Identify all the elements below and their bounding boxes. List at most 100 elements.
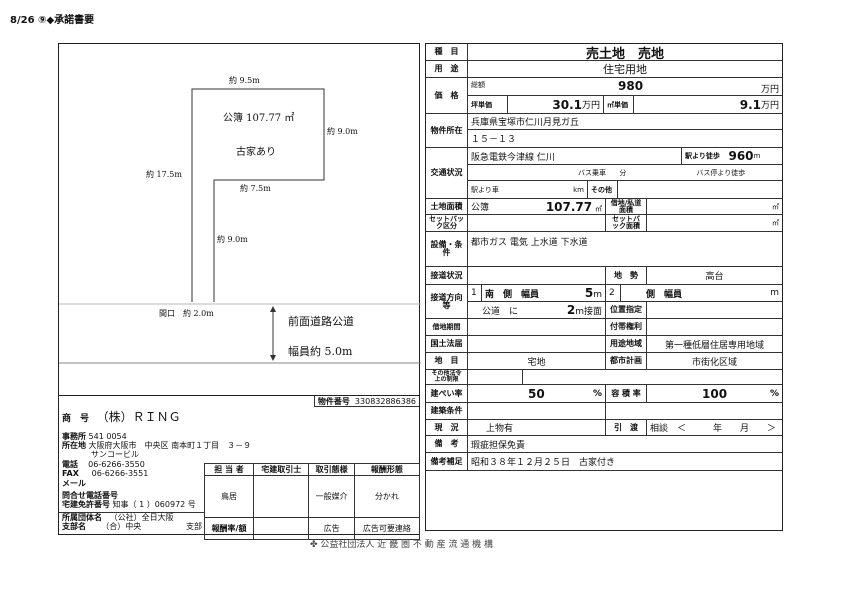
agent xyxy=(253,475,310,518)
land-unit: ㎡ xyxy=(595,204,602,213)
m2-unit: 万円 xyxy=(760,101,779,111)
property-number: 物件番号 330832886386 xyxy=(313,396,419,407)
agent-header: 宅建取引士 xyxy=(253,463,310,476)
fax: FAX 06-6266-3551 xyxy=(62,469,149,478)
price-label: 価 格 xyxy=(426,78,468,113)
building-condition-label: 建築条件 xyxy=(426,403,468,419)
busstop-label: バス停より徒歩 xyxy=(696,168,746,177)
house-label: 古家あり xyxy=(236,147,276,158)
bcr-unit: % xyxy=(592,388,602,399)
land-kind: 公簿 xyxy=(471,203,490,213)
supplement-label: 備考補足 xyxy=(426,453,468,470)
staff-table: 担 当 者宅建取引士取引態様報酬形態 鳥居一般媒介分かれ 報酬率/額広告広告可要… xyxy=(203,463,421,540)
lot-plan: 約 9.5m 公簿 107.77 ㎡ 古家あり 約 9.0m 約 17.5m 約… xyxy=(58,43,421,395)
use-label: 用 途 xyxy=(426,61,468,77)
road1-direction: 南 側 幅員 xyxy=(485,289,540,300)
zone-value: 第一種低層住居専用地域 xyxy=(664,340,764,351)
dim-left: 約 17.5m xyxy=(146,170,182,179)
footer: ✤ 公益社団法人 近 畿 圏 不 動 産 流 通 機 構 xyxy=(310,537,493,550)
dim-pole: 約 9.0m xyxy=(217,235,248,244)
contact-width: 2 xyxy=(566,303,576,317)
zone-label: 用途地域 xyxy=(606,336,647,352)
m2-price: 9.1 xyxy=(739,97,761,112)
tsubo-price: 30.1 xyxy=(552,97,582,112)
road-status-label: 接道状況 xyxy=(426,267,468,284)
setback-area-label: セットバック面積 xyxy=(606,215,647,231)
area-label: 公簿 107.77 ㎡ xyxy=(223,113,295,124)
bus-unit: 分 xyxy=(619,168,627,177)
car-unit: km xyxy=(573,185,584,194)
address: 所在地 大阪府大阪市 中央区 南本町１丁目 ３－９ xyxy=(62,441,252,450)
office: 事務所 541 0054 xyxy=(62,432,127,441)
mail: メール xyxy=(62,479,86,488)
remarks-label: 備 考 xyxy=(426,436,468,452)
price-value: 980 xyxy=(618,79,644,93)
status-value: 上物有 xyxy=(468,420,606,435)
private-road-unit: ㎡ xyxy=(772,202,779,211)
bcr-label: 建ぺい率 xyxy=(426,385,468,402)
land-area: 107.77 xyxy=(545,199,593,214)
type-label: 種 目 xyxy=(426,44,468,60)
city-plan-value: 市街化区域 xyxy=(691,357,737,368)
far-value: 100 xyxy=(702,386,728,401)
far-unit: % xyxy=(769,388,779,399)
road1-width: 5 xyxy=(584,286,594,300)
building: サンコービル xyxy=(91,450,139,459)
total-label: 総額 xyxy=(471,81,485,89)
ad-label: 広告 xyxy=(308,517,355,540)
dim-step: 約 7.5m xyxy=(240,184,271,193)
setback-unit: ㎡ xyxy=(772,219,779,227)
category-label: 地 目 xyxy=(426,353,468,369)
trade-name: 商 号 （株）ＲＩＮＧ xyxy=(62,410,181,424)
tel: 電話 06-6266-3550 xyxy=(62,460,145,469)
road2-direction: 側 幅員 xyxy=(646,289,683,300)
lease-label: 借地期間 xyxy=(426,319,468,335)
tsubo-unit: 万円 xyxy=(581,101,600,111)
equipment-value: 都市ガス 電気 上水道 下水道 xyxy=(471,238,588,248)
inquiry: 問合せ電話番号 xyxy=(62,491,118,500)
road-label: 前面道路公道 xyxy=(288,315,354,328)
fee-header: 報酬形態 xyxy=(353,463,421,476)
road2-unit: m xyxy=(770,288,779,298)
walk-unit: m xyxy=(753,152,761,160)
branch: 支部名 （合）中央支部 xyxy=(62,522,202,531)
remarks-value: 瑕疵担保免責 xyxy=(471,440,526,451)
category-value: 宅地 xyxy=(468,353,606,369)
association: 所属団体名 （公社）全日大阪 xyxy=(62,513,174,522)
walk-label: 駅より徒歩 xyxy=(685,152,720,160)
use-value: 住宅用地 xyxy=(603,63,647,76)
bcr-value: 50 xyxy=(528,386,545,401)
road-width: 幅員約 5.0m xyxy=(288,345,353,358)
city-plan-label: 都市計画 xyxy=(606,353,647,369)
dim-frontage: 間口 約 2.0m xyxy=(159,309,214,318)
status-label: 現 況 xyxy=(426,420,468,435)
handover-label: 引 渡 xyxy=(606,420,647,435)
tsubo-label: 坪単価 xyxy=(468,96,508,113)
license: 宅建免許番号 知事（ 1 ）060972 号 xyxy=(62,500,196,509)
road2-no: 2 xyxy=(606,285,621,301)
road1-no: 1 xyxy=(468,285,482,301)
page-header: 8/26 ⑨◆承諾書要 xyxy=(10,15,95,26)
land-area-label: 土地面積 xyxy=(426,199,468,214)
handover-value: 相談 ＜ 年 月 ＞ xyxy=(650,424,777,434)
m2-label: ㎡単価 xyxy=(604,96,634,113)
ad-value: 広告可要連絡 xyxy=(353,517,421,540)
fee-type: 分かれ xyxy=(353,475,421,518)
mode-header: 取引態様 xyxy=(308,463,355,476)
logo-icon: ✤ xyxy=(310,540,318,550)
rate-label: 報酬率/額 xyxy=(203,517,255,540)
staff-header: 担 当 者 xyxy=(203,463,255,476)
walk-distance: 960 xyxy=(728,149,754,163)
staff-person: 鳥居 xyxy=(203,475,255,518)
bus-label: バス乗車 xyxy=(578,168,606,177)
type-value: 売土地 売地 xyxy=(585,46,664,61)
land-law-label: 国土法届 xyxy=(426,336,468,352)
setback-label: セットバック区分 xyxy=(426,215,468,231)
designation-label: 位置指定 xyxy=(606,302,647,318)
equipment-label: 設備・条件 xyxy=(426,232,468,266)
dim-top: 約 9.5m xyxy=(229,76,260,85)
price-unit: 万円 xyxy=(760,85,779,95)
far-label: 容 積 率 xyxy=(606,385,647,402)
footer-org: 公益社団法人 近 畿 圏 不 動 産 流 通 機 構 xyxy=(320,540,494,550)
